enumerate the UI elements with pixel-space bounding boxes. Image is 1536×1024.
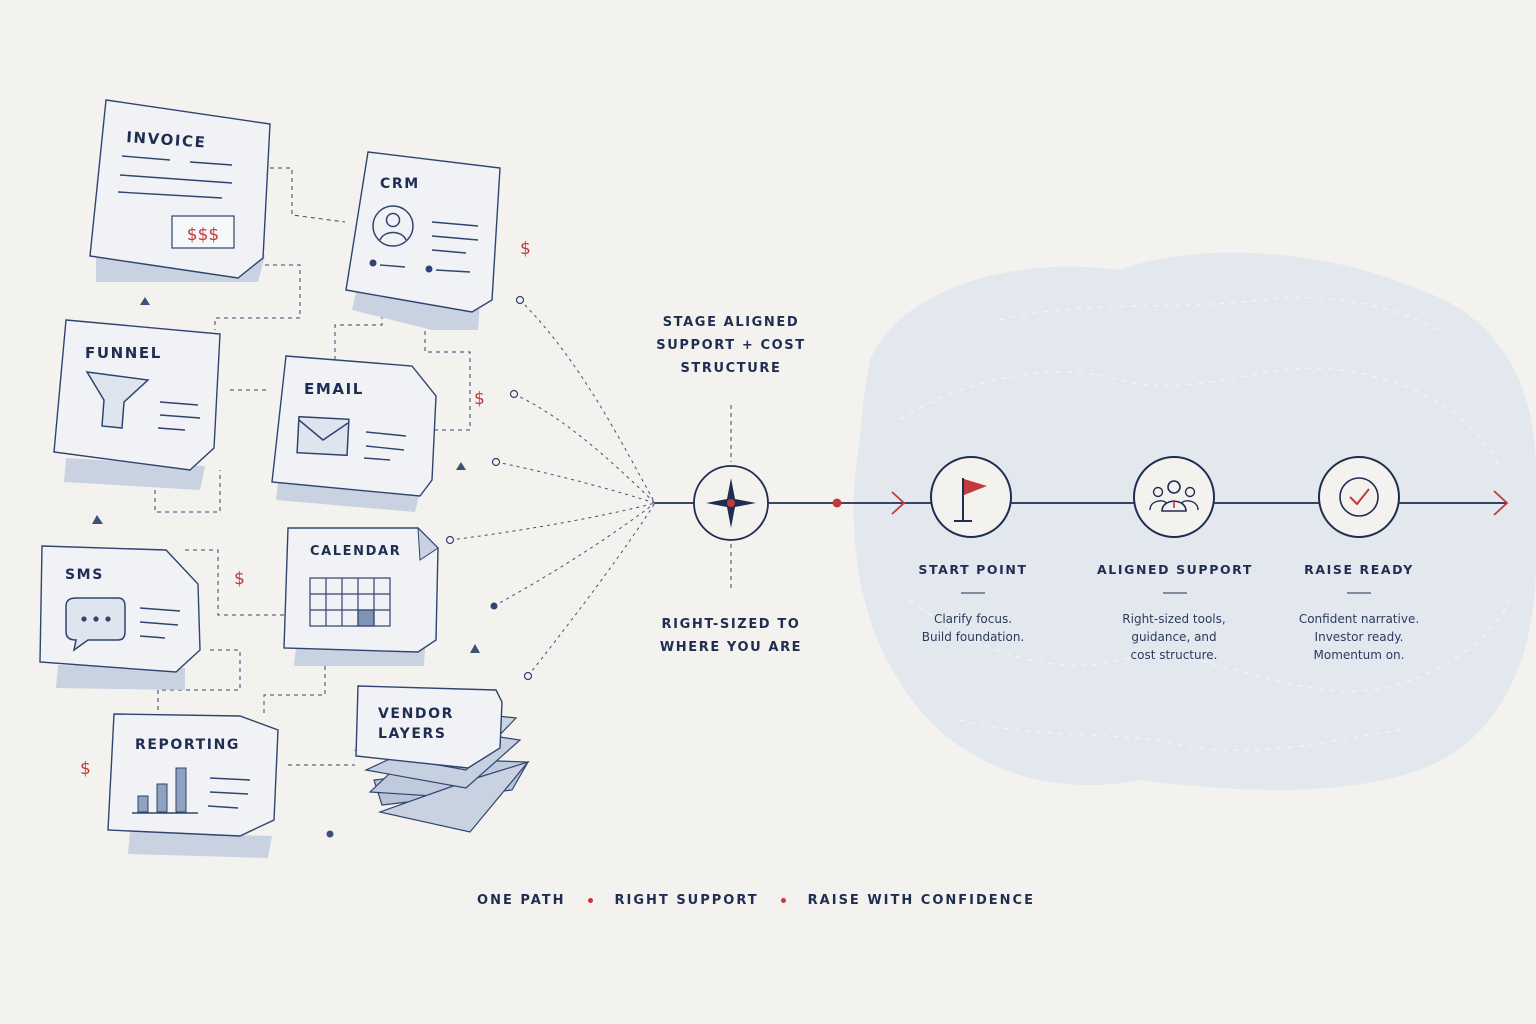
timeline-dot	[832, 498, 842, 508]
step-desc: guidance, and	[1131, 630, 1216, 644]
footer-separator-dot	[587, 898, 593, 903]
step-raise-ready: RAISE READY Confident narrative. Investo…	[1299, 562, 1419, 662]
funnel-title: FUNNEL	[85, 344, 162, 362]
bar-chart-icon	[132, 767, 198, 814]
calendar-card: CALENDAR	[283, 526, 439, 666]
step-start-point: START POINT Clarify focus. Build foundat…	[918, 562, 1027, 644]
email-card: EMAIL	[271, 355, 437, 512]
invoice-card: INVOICE $$$	[89, 99, 271, 282]
crm-title: CRM	[380, 176, 420, 192]
footer-item: RAISE WITH CONFIDENCE	[807, 893, 1035, 908]
step-aligned-support: ALIGNED SUPPORT Right-sized tools, guida…	[1097, 562, 1253, 662]
calendar-title: CALENDAR	[310, 544, 401, 559]
footer-item: RIGHT SUPPORT	[614, 893, 759, 908]
step-desc: Confident narrative.	[1299, 612, 1419, 626]
funnel-card: FUNNEL	[53, 319, 221, 490]
footer-tagline: ONE PATH RIGHT SUPPORT RAISE WITH CONFID…	[0, 893, 1524, 908]
people-icon	[1133, 456, 1215, 538]
svg-text:WHERE YOU ARE: WHERE YOU ARE	[660, 640, 802, 655]
step-desc: cost structure.	[1131, 648, 1218, 662]
sms-card: SMS	[39, 545, 201, 690]
dollar-sign: $	[474, 389, 485, 409]
center-top-label: STAGE ALIGNED SUPPORT + COST STRUCTURE	[656, 315, 806, 376]
step-desc: Right-sized tools,	[1122, 612, 1225, 626]
reporting-card: REPORTING	[107, 713, 279, 858]
chat-bubble-icon	[65, 597, 126, 652]
dollar-sign: $	[80, 759, 91, 779]
check-circle-icon	[1318, 456, 1400, 538]
step-desc: Clarify focus.	[934, 612, 1012, 626]
envelope-icon	[296, 415, 350, 457]
step-desc: Build foundation.	[922, 630, 1025, 644]
converging-lines	[445, 295, 656, 681]
reporting-title: REPORTING	[135, 737, 240, 753]
step-title: RAISE READY	[1304, 562, 1414, 577]
flag-icon	[930, 456, 1012, 538]
compass-icon	[693, 465, 769, 541]
invoice-price: $$$	[187, 225, 219, 245]
svg-text:RIGHT-SIZED TO: RIGHT-SIZED TO	[662, 617, 801, 632]
footer-separator-dot	[780, 898, 786, 903]
invoice-title: INVOICE	[126, 128, 207, 152]
cloud-contour-lines	[899, 297, 1511, 751]
funnel-icon	[85, 371, 150, 429]
user-avatar-icon	[372, 205, 414, 247]
footer-item: ONE PATH	[477, 893, 566, 908]
arrow-head-icon	[1493, 490, 1509, 516]
cost-symbols: $ $ $ $	[80, 239, 531, 779]
vendor-title-line2: LAYERS	[378, 726, 447, 742]
step-desc: Momentum on.	[1314, 648, 1405, 662]
calendar-grid-icon	[309, 577, 391, 627]
dollar-sign: $	[520, 239, 531, 259]
decorative-markers	[92, 297, 480, 838]
crm-card: CRM	[345, 151, 501, 330]
sms-title: SMS	[65, 567, 104, 583]
chevron-right-icon	[891, 491, 906, 515]
step-title: START POINT	[918, 562, 1027, 577]
step-desc: Investor ready.	[1315, 630, 1404, 644]
email-title: EMAIL	[304, 380, 364, 398]
center-bottom-label: RIGHT-SIZED TO WHERE YOU ARE	[660, 617, 802, 655]
dollar-sign: $	[234, 569, 245, 589]
card-connectors	[154, 167, 471, 766]
vendor-title-line1: VENDOR	[378, 706, 454, 722]
svg-text:STAGE ALIGNED: STAGE ALIGNED	[663, 315, 800, 330]
svg-text:STRUCTURE: STRUCTURE	[680, 361, 781, 376]
step-title: ALIGNED SUPPORT	[1097, 562, 1253, 577]
vendor-layers-card: VENDOR LAYERS	[353, 685, 530, 833]
svg-text:SUPPORT + COST: SUPPORT + COST	[656, 338, 806, 353]
